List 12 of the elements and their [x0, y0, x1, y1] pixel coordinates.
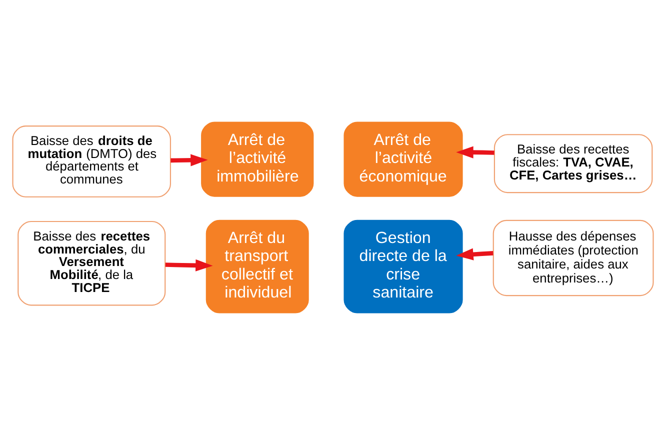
arrow	[456, 248, 494, 260]
arrow	[170, 154, 208, 166]
node-box: Hausse des dépenses immédiates (protection sanitaire, aides aux entreprises…)	[492, 219, 654, 296]
node-box: Baisse des recettes fiscales: TVA, CVAE, CFE, Cartes grises…	[494, 134, 653, 193]
node-box: Arrêt de l’activité immobilière	[201, 121, 314, 196]
arrow	[456, 146, 494, 158]
node-box: Baisse des droits de mutation (DMTO) des départements et communes	[12, 125, 172, 197]
node-box: Gestion directe de la crise sanitaire	[344, 219, 463, 313]
node-box: Arrêt du transport collectif et individuel	[206, 219, 309, 313]
node-box: Baisse des recettes commerciales, du Versement Mobilité, de la TICPE	[18, 220, 166, 306]
arrow	[165, 258, 213, 271]
node-box: Arrêt de l’activité économique	[344, 121, 463, 196]
